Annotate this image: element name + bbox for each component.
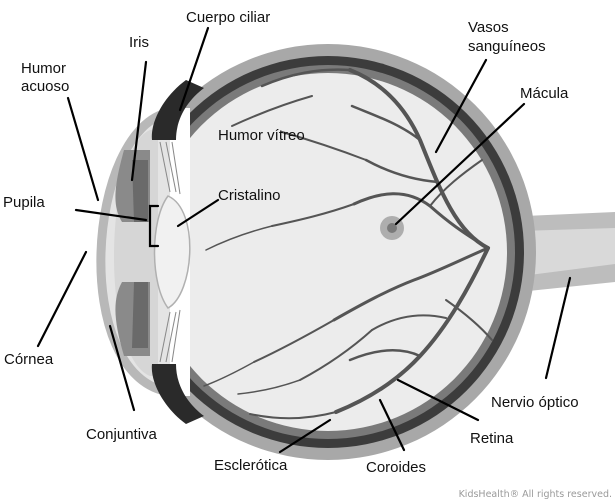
label-vasos: Vasos (468, 19, 509, 36)
label-humor-vitreo: Humor vítreo (218, 127, 305, 144)
label-iris: Iris (129, 34, 149, 51)
iris-lower-shade (132, 282, 148, 348)
label-retina: Retina (470, 430, 514, 447)
label-cuerpo-ciliar: Cuerpo ciliar (186, 9, 270, 26)
label-coroides: Coroides (366, 459, 426, 476)
label-nervio-optico: Nervio óptico (491, 394, 579, 411)
leader-cornea (38, 252, 86, 346)
label-cristalino: Cristalino (218, 187, 281, 204)
leader-humor-acuoso (68, 98, 98, 200)
label-humor: Humor (21, 60, 66, 77)
copyright-credit: KidsHealth® All rights reserved. (459, 489, 612, 500)
label-sanguineos: sanguíneos (468, 38, 546, 55)
vitreous-chamber (149, 73, 507, 431)
label-conjuntiva: Conjuntiva (86, 426, 158, 443)
leader-nervio-optico (546, 278, 570, 378)
label-macula: Mácula (520, 85, 569, 102)
label-esclerotica: Esclerótica (214, 457, 288, 474)
label-cornea: Córnea (4, 351, 54, 368)
label-acuoso: acuoso (21, 78, 69, 95)
iris-upper-shade (132, 160, 148, 222)
label-pupila: Pupila (3, 194, 45, 211)
